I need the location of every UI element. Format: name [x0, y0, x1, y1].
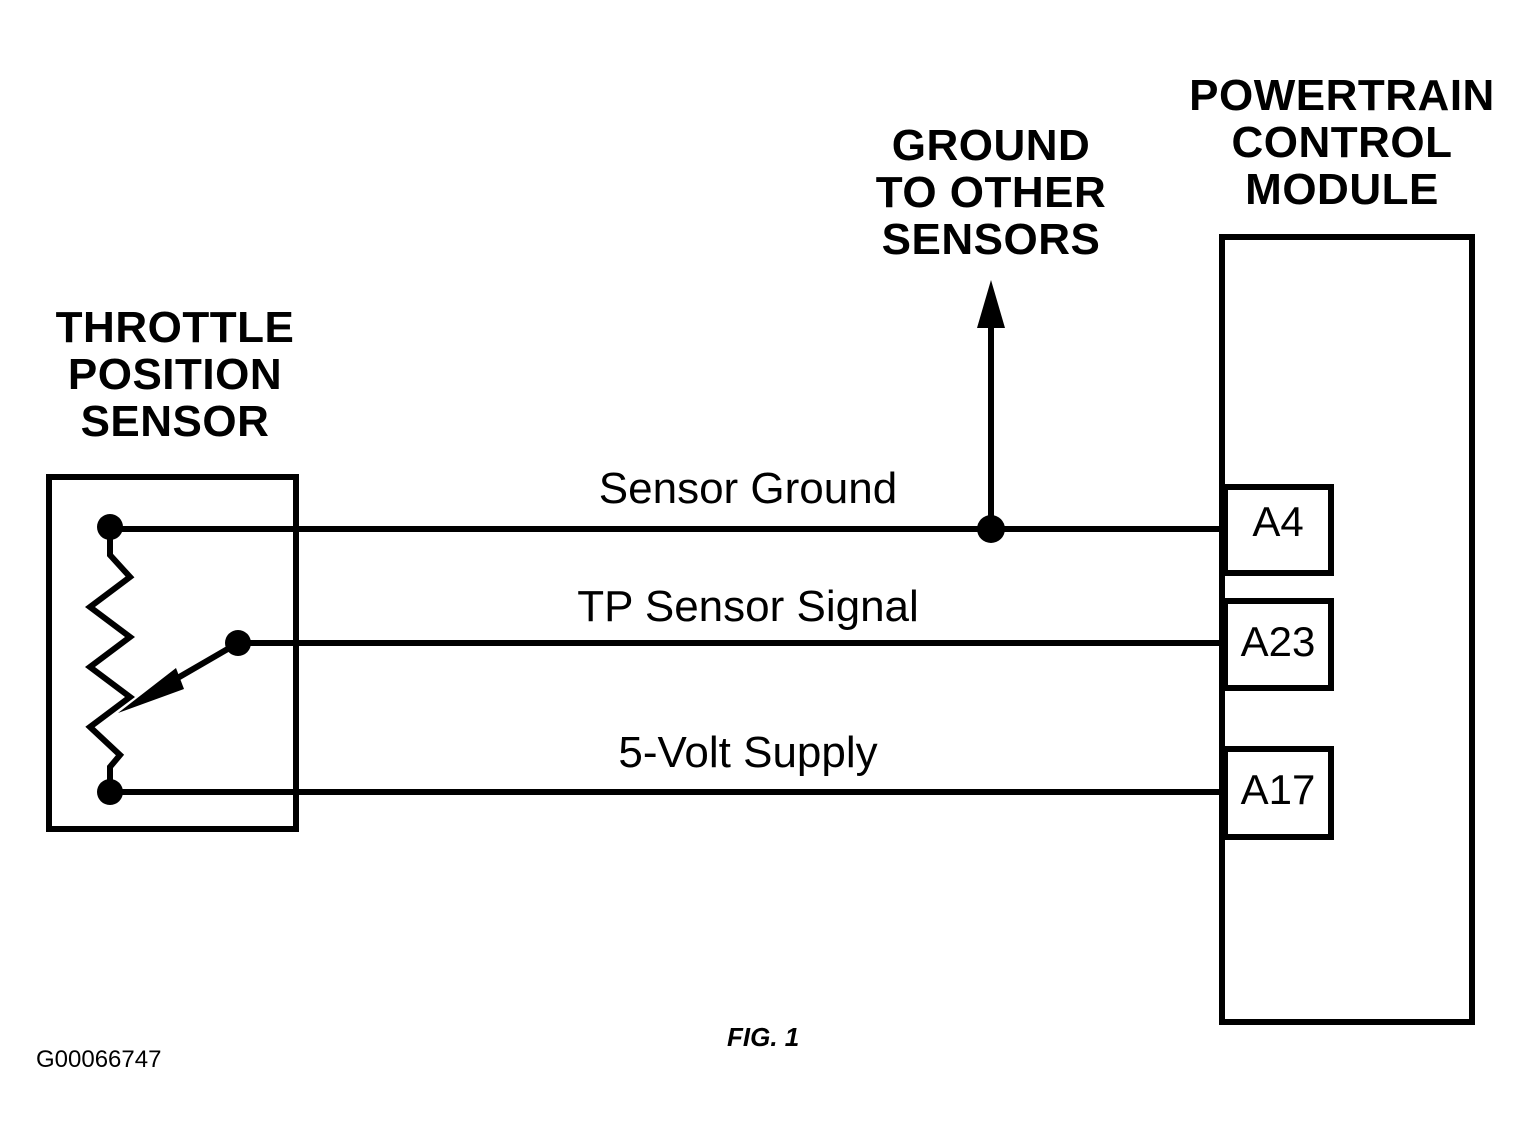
ground-branch-arrowhead [977, 280, 1005, 328]
figure-id: G00066747 [36, 1046, 162, 1073]
tps-resistor [85, 527, 135, 792]
tps-wiper-arrowhead [118, 668, 184, 713]
pcm-title-line-2: CONTROL [1231, 118, 1453, 167]
pcm-title-line-1: POWERTRAIN [1189, 71, 1495, 120]
ground-branch-title-line-1: GROUND [891, 121, 1091, 170]
tps-title-line-1: THROTTLE [55, 303, 295, 352]
wire-label-tp-signal: TP Sensor Signal [577, 582, 919, 631]
figure-caption: FIG. 1 [727, 1022, 800, 1052]
pcm-pin-box-a4 [1222, 484, 1334, 576]
ground-branch-title-line-2: TO OTHER [875, 168, 1107, 217]
pcm-pin-a23: A23 [1240, 618, 1316, 665]
ground-branch-title: GROUND TO OTHER SENSORS [850, 122, 1132, 263]
tps-title-line-2: POSITION [67, 350, 283, 399]
wire-label-sensor-ground: Sensor Ground [598, 464, 898, 513]
ground-branch-title-line-3: SENSORS [881, 215, 1101, 264]
tps-title: THROTTLE POSITION SENSOR [30, 304, 320, 445]
pcm-pin-box-a23 [1222, 598, 1334, 691]
pcm-pin-box-a17 [1222, 746, 1334, 840]
wire-label-5v-supply: 5-Volt Supply [618, 728, 878, 777]
pcm-pin-a17: A17 [1240, 766, 1316, 813]
tps-box [46, 474, 299, 832]
pcm-pin-a4: A4 [1252, 498, 1304, 545]
tps-title-line-3: SENSOR [80, 397, 270, 446]
pcm-title: POWERTRAIN CONTROL MODULE [1172, 72, 1512, 213]
pcm-title-line-3: MODULE [1245, 165, 1439, 214]
